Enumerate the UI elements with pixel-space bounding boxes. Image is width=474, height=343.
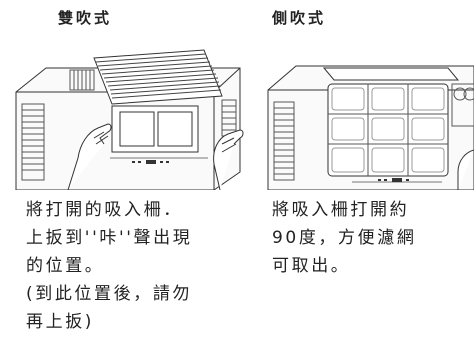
caption-line: 可取出。 <box>272 256 351 276</box>
caption-line: 再上扳) <box>26 312 95 332</box>
title-dual-blow: 雙吹式 <box>58 9 113 27</box>
caption-dual-blow: 將打開的吸入柵． 上扳到''咔''聲出現 的位置。 (到此位置後，請勿 再上扳) <box>26 196 256 336</box>
caption-line: (到此位置後，請勿 <box>26 284 193 304</box>
caption-line: 將打開的吸入柵． <box>26 200 183 220</box>
caption-line: 將吸入柵打開約 <box>272 200 410 220</box>
caption-line: 90度，方便濾網 <box>272 228 417 248</box>
dual-blow-ac-illustration <box>15 49 244 190</box>
side-blow-ac-illustration <box>267 65 474 190</box>
caption-line: 的位置。 <box>26 256 105 276</box>
caption-side-blow: 將吸入柵打開約 90度，方便濾網 可取出。 <box>272 196 474 280</box>
caption-line: 上扳到''咔''聲出現 <box>26 228 193 248</box>
title-side-blow: 側吹式 <box>272 9 327 27</box>
